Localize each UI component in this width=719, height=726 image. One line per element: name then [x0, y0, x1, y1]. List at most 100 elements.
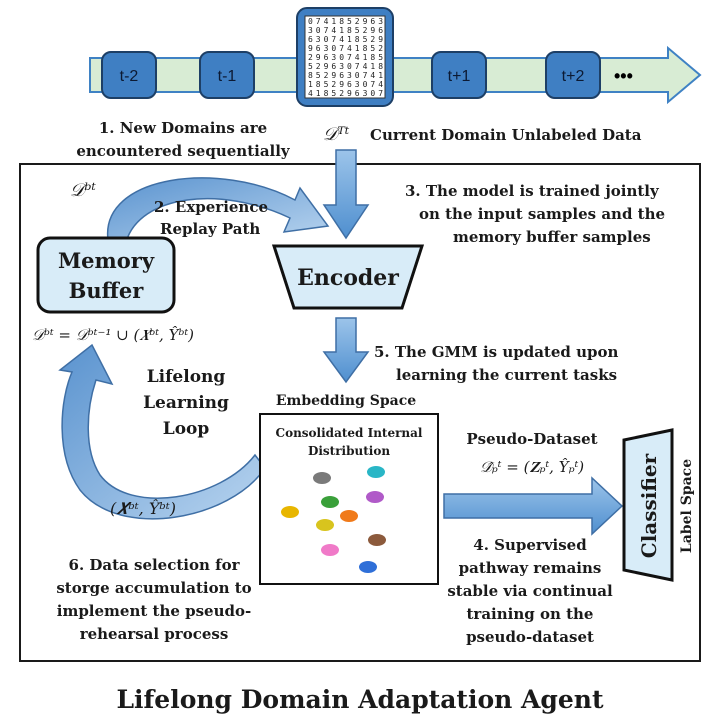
step2-line2: Replay Path: [160, 220, 260, 238]
digit-glyph: 0: [316, 26, 321, 35]
timeline-ellipsis: •••: [614, 66, 633, 86]
embedding-inner-line2: Distribution: [308, 444, 390, 458]
digit-glyph: 1: [378, 71, 383, 80]
digit-glyph: 6: [324, 53, 329, 62]
digit-glyph: 7: [363, 71, 368, 80]
pseudo-formula: 𝒟̂ₚᵗ = (𝐙ₚᵗ, Ŷₚᵗ): [480, 458, 584, 476]
step6-line3: implement the pseudo-: [57, 602, 251, 620]
digit-glyph: 8: [308, 71, 313, 80]
digit-glyph: 9: [324, 62, 329, 71]
loop-line3: Loop: [163, 419, 210, 439]
digit-glyph: 5: [308, 62, 313, 71]
digit-glyph: 3: [339, 62, 344, 71]
digit-glyph: 7: [355, 62, 360, 71]
digit-glyph: 2: [316, 62, 321, 71]
digit-glyph: 8: [363, 44, 368, 53]
digit-glyph: 6: [308, 35, 313, 44]
classifier-label: Classifier: [637, 453, 661, 558]
digit-glyph: 0: [370, 89, 375, 98]
digit-glyph: 2: [331, 80, 336, 89]
timeline-box-t+1: t+1: [431, 51, 487, 99]
digit-glyph: 6: [339, 71, 344, 80]
step4-line3: stable via continual: [447, 582, 613, 600]
timeline-box-t+2: t+2: [545, 51, 601, 99]
gmm-cluster-blob: [321, 496, 339, 508]
timeline-caption-line1: 1. New Domains are: [99, 119, 267, 137]
digit-glyph: 7: [370, 80, 375, 89]
digit-glyph: 9: [331, 71, 336, 80]
pseudo-title: Pseudo-Dataset: [466, 430, 597, 448]
digit-glyph: 2: [339, 89, 344, 98]
memory-buffer-box: Memory Buffer: [36, 236, 176, 314]
gmm-cluster-blob: [281, 506, 299, 518]
digit-glyph: 3: [363, 89, 368, 98]
timeline-label-t-1: t-1: [218, 68, 237, 85]
digit-glyph: 8: [347, 26, 352, 35]
digit-glyph: 9: [378, 35, 383, 44]
step5-line1: 5. The GMM is updated upon: [374, 343, 619, 361]
gmm-clusters: [281, 466, 386, 573]
gmm-cluster-blob: [366, 491, 384, 503]
timeline-box-t-2: t-2: [101, 51, 157, 99]
current-domain-label: Current Domain Unlabeled Data: [370, 126, 642, 144]
digit-glyph: 0: [339, 53, 344, 62]
supervised-arrow: [443, 476, 624, 536]
digit-glyph: 8: [316, 80, 321, 89]
memory-update-formula: 𝒟ᵇᵗ = 𝒟ᵇᵗ⁻¹ ∪ (𝑿ᵇᵗ, Ŷᵇᵗ): [32, 326, 194, 344]
digit-glyph: 8: [324, 89, 329, 98]
digit-glyph: 6: [378, 26, 383, 35]
digit-glyph: 1: [363, 53, 368, 62]
digit-glyph: 4: [370, 71, 375, 80]
digit-glyph: 5: [316, 71, 321, 80]
digit-glyph: 9: [370, 26, 375, 35]
encoder-label: Encoder: [297, 265, 399, 291]
step6-line4: rehearsal process: [80, 625, 229, 643]
digit-glyph: 5: [355, 26, 360, 35]
digit-glyph: 4: [308, 89, 313, 98]
digit-glyph: 6: [370, 17, 375, 26]
loop-pair-formula: (𝑿ᵇᵗ, Ŷᵇᵗ): [110, 498, 176, 518]
timeline-caption-line2: encountered sequentially: [76, 142, 291, 160]
digit-glyph: 6: [355, 89, 360, 98]
digit-glyph: 6: [331, 62, 336, 71]
digit-glyph: 7: [347, 53, 352, 62]
classifier-block: Classifier: [622, 428, 674, 582]
digit-glyph: 5: [363, 35, 368, 44]
digit-glyph: 7: [331, 35, 336, 44]
digit-glyph: 5: [370, 44, 375, 53]
digit-glyph: 6: [316, 44, 321, 53]
timeline-label-t-2: t-2: [120, 68, 139, 85]
digit-glyph: 7: [324, 26, 329, 35]
loop-line2: Learning: [143, 393, 229, 413]
digit-glyph: 9: [339, 80, 344, 89]
gmm-cluster-blob: [313, 472, 331, 484]
digit-glyph: 1: [339, 26, 344, 35]
digit-glyph: 2: [363, 26, 368, 35]
memory-label-line1: Memory: [58, 248, 155, 273]
digit-glyph: 3: [355, 80, 360, 89]
digit-glyph: 3: [331, 53, 336, 62]
digit-glyph: 8: [355, 35, 360, 44]
digit-glyph: 5: [378, 53, 383, 62]
step3-line3: memory buffer samples: [453, 228, 651, 246]
lifelong-loop-arrow: [58, 343, 266, 520]
timeline-band-arrow: [89, 45, 702, 105]
digit-glyph: 9: [347, 89, 352, 98]
step6-line2: storge accumulation to: [56, 579, 251, 597]
digit-glyph: 3: [347, 71, 352, 80]
gmm-cluster-blob: [316, 519, 334, 531]
digit-glyph: 3: [316, 35, 321, 44]
digit-glyph: 2: [378, 44, 383, 53]
digit-glyph: 2: [355, 17, 360, 26]
digit-glyph: 0: [347, 62, 352, 71]
memory-label-line2: Buffer: [69, 278, 145, 303]
digit-glyph: 8: [339, 17, 344, 26]
digit-glyph: 1: [331, 17, 336, 26]
digit-glyph: 7: [339, 44, 344, 53]
gmm-cluster-blob: [359, 561, 377, 573]
step4-line1: 4. Supervised: [473, 536, 587, 554]
digit-glyph: 8: [370, 53, 375, 62]
digit-glyph: 7: [316, 17, 321, 26]
digit-glyph: 7: [378, 89, 383, 98]
